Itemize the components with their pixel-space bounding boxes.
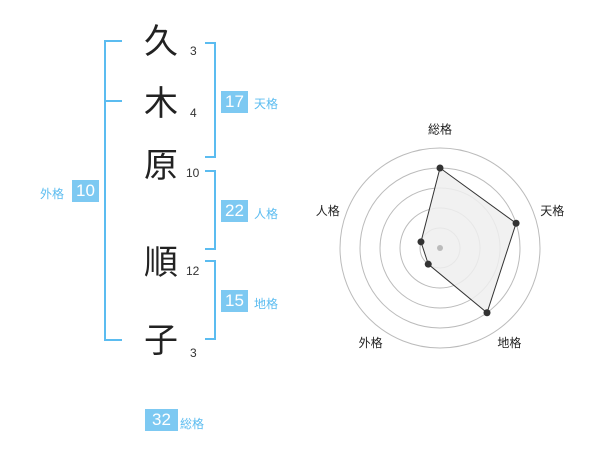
radar-point-3 [483,309,491,317]
name-char-5: 子 [144,321,178,361]
jinkaku-label: 人格 [254,207,279,221]
name-char-1: 久 [144,22,178,62]
tenkaku-label: 天格 [254,97,279,111]
stroke-count-5: 3 [190,346,197,360]
name-char-2: 木 [144,84,178,124]
radar-point-1 [436,164,444,172]
radar-grid-ring [339,147,541,349]
chikaku-value: 15 [221,290,248,312]
tenkaku-value: 17 [221,91,248,113]
stroke-count-1: 3 [190,44,197,58]
radar-center-dot [437,245,443,251]
radar-point-2 [512,219,520,227]
soukaku-value: 32 [145,409,178,431]
radar-axis-label-2: 天格 [540,203,564,218]
stroke-count-3: 10 [186,166,200,180]
soukaku-label: 総格 [180,417,205,431]
radar-axis-label-3: 地格 [497,335,521,350]
radar-axis-label-5: 人格 [316,203,340,218]
stroke-count-2: 4 [190,106,197,120]
radar-series-polygon [420,167,517,314]
chikaku-label: 地格 [254,297,279,311]
jinkaku-value: 22 [221,200,248,222]
radar-axis-label-4: 外格 [359,335,383,350]
radar-point-5 [417,238,425,246]
radar-axis-label-1: 総格 [428,122,452,137]
name-char-4: 順 [144,243,178,283]
gaikaku-value: 10 [72,180,99,202]
gaikaku-label: 外格 [40,187,65,201]
name-char-3: 原 [144,146,178,186]
radar-point-4 [424,260,432,268]
stroke-count-4: 12 [186,264,200,278]
